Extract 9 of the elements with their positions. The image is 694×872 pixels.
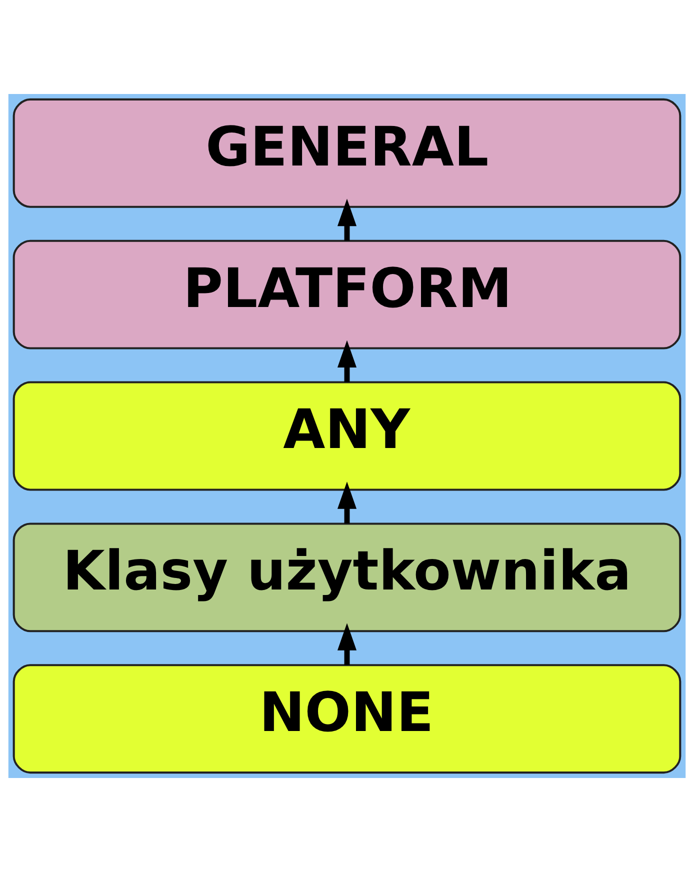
arrow [337, 623, 357, 666]
arrow [337, 340, 357, 382]
node-box: PLATFORM [12, 240, 682, 350]
arrow [337, 482, 357, 524]
node-box: Klasy użytkownika [12, 522, 682, 632]
arrow [337, 198, 357, 241]
node-box: NONE [12, 664, 682, 774]
node-box: GENERAL [12, 98, 682, 208]
node-box: ANY [12, 381, 682, 491]
